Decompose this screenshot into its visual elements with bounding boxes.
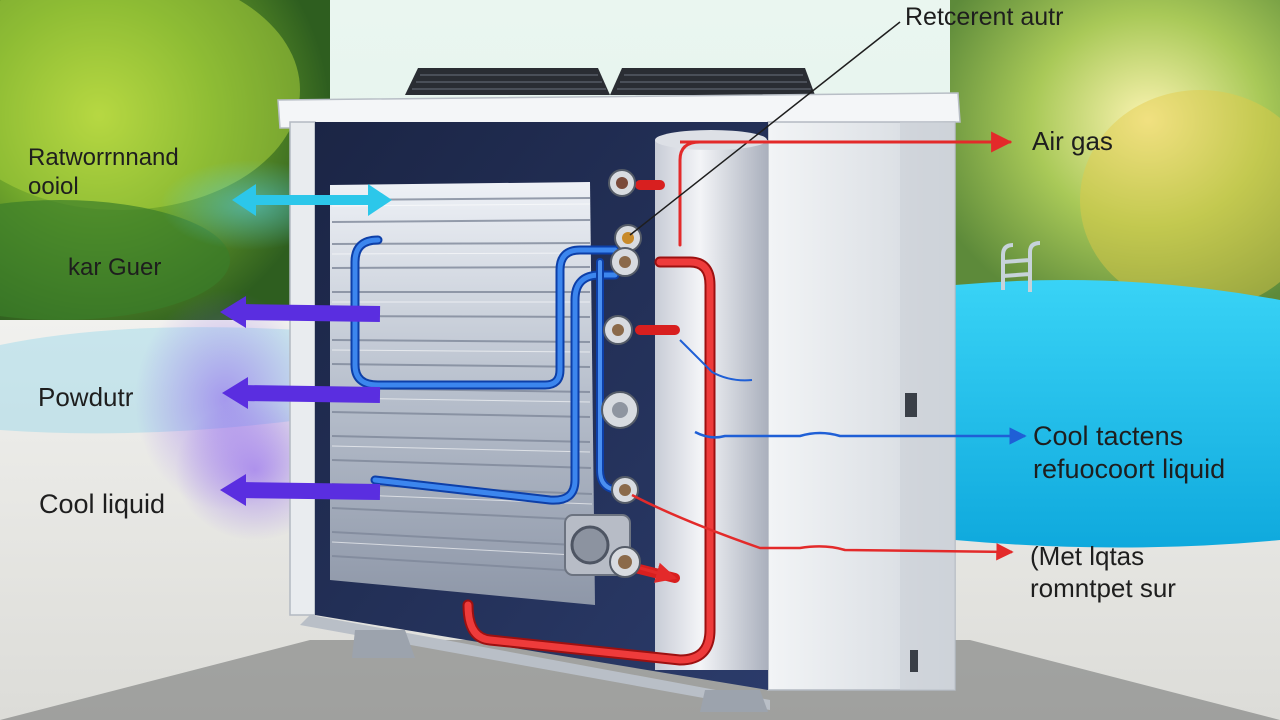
- leader-blue-loop: [679, 339, 753, 382]
- leader-top: [629, 21, 901, 236]
- foot-left: [352, 630, 415, 658]
- airflow-arrows: [220, 184, 392, 506]
- cool-air-arrow: [232, 184, 392, 216]
- label-air-gas: Air gas: [1032, 126, 1113, 156]
- warm-air-arrow-1: [220, 296, 381, 328]
- label-left-top: Ratworrnnand ooiol: [28, 143, 179, 202]
- label-right-mid-line2: refuocoort liquid: [1033, 453, 1226, 484]
- fan-grille-icon: [405, 68, 815, 95]
- label-melt-liquid: (Met lqtas romntpet sur: [1030, 541, 1176, 604]
- label-right-mid-line1: Cool tactens: [1033, 421, 1184, 451]
- housing-top: [277, 92, 961, 129]
- label-cool-refrigerant-liquid: Cool tactens refuocoort liquid: [1033, 420, 1225, 486]
- leader-melt: [631, 493, 1014, 561]
- label-refrigerant-outlet: Retcerent autr: [905, 3, 1064, 31]
- label-cool-liquid: Cool liquid: [39, 489, 166, 519]
- valve-icon: [601, 169, 642, 578]
- leader-lines: [629, 21, 1027, 583]
- warm-air-arrow-2: [222, 377, 381, 409]
- label-right-bot-line1: (Met lqtas: [1030, 541, 1145, 571]
- label-right-bot-line2: romntpet sur: [1030, 572, 1176, 603]
- foot-right: [700, 690, 768, 712]
- label-left-top-line1: Ratworrnnand: [28, 144, 179, 171]
- warm-air-arrow-3: [220, 474, 381, 506]
- pool-ladder: [1001, 241, 1041, 292]
- label-powder: Powdutr: [38, 382, 134, 412]
- leader-discharge: [639, 562, 678, 583]
- pool-water: [955, 280, 1280, 548]
- leader-cool-mix: [694, 427, 1027, 445]
- label-left-mid: kar Guer: [68, 254, 162, 281]
- label-left-top-line2: ooiol: [28, 173, 79, 201]
